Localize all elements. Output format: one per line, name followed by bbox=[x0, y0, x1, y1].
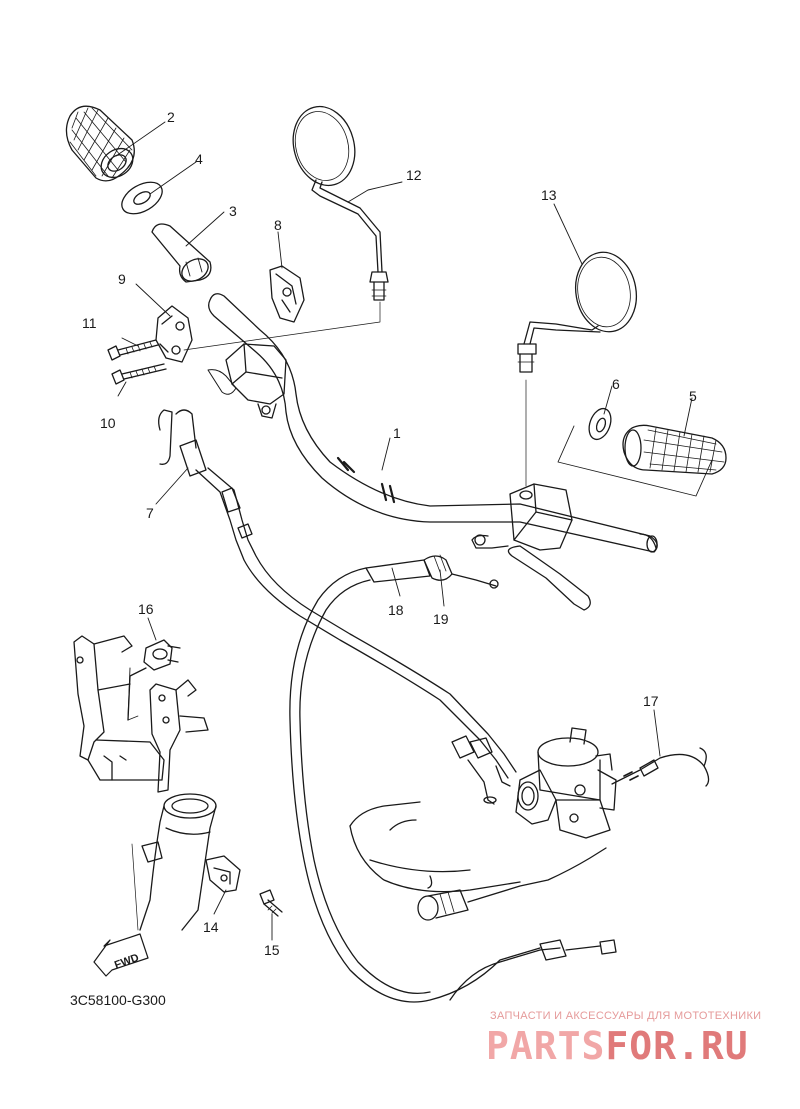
callout-10: 10 bbox=[100, 415, 116, 431]
callout-15: 15 bbox=[264, 942, 280, 958]
callout-14: 14 bbox=[203, 919, 219, 935]
projection-lines bbox=[127, 301, 527, 931]
callout-4: 4 bbox=[195, 151, 203, 167]
washer bbox=[121, 181, 163, 215]
callout-12: 12 bbox=[406, 167, 422, 183]
choke-knob bbox=[417, 847, 607, 921]
cable-17 bbox=[611, 747, 710, 787]
callout-8: 8 bbox=[274, 217, 282, 233]
callout-1: 1 bbox=[393, 425, 401, 441]
grip-outline bbox=[557, 425, 713, 497]
callout-16: 16 bbox=[138, 601, 154, 617]
fwd-label: FWD bbox=[113, 952, 141, 972]
leader-lines bbox=[115, 121, 693, 941]
callout-6: 6 bbox=[612, 376, 620, 392]
carburetor bbox=[515, 727, 617, 839]
callout-19: 19 bbox=[433, 611, 449, 627]
callout-3: 3 bbox=[229, 203, 237, 219]
left-grip bbox=[65, 105, 135, 182]
callout-18: 18 bbox=[388, 602, 404, 618]
grip-end-washer bbox=[588, 407, 612, 441]
throttle-tube bbox=[151, 223, 212, 283]
watermark-logo-accent: FOR.RU bbox=[605, 1024, 749, 1068]
right-grip bbox=[622, 424, 727, 475]
right-clamp-lever bbox=[471, 483, 591, 611]
fwd-arrow-icon: FWD bbox=[93, 933, 149, 977]
handlebar bbox=[208, 293, 658, 553]
watermark-caption: ЗАПЧАСТИ И АКСЕССУАРЫ ДЛЯ МОТОТЕХНИКИ bbox=[490, 1010, 762, 1022]
left-switch-housing bbox=[207, 343, 287, 419]
screw-10 bbox=[111, 363, 167, 385]
cable-holder bbox=[269, 265, 305, 323]
cable-guide-16 bbox=[143, 639, 181, 671]
cable-18-19 bbox=[289, 554, 541, 1003]
callout-13: 13 bbox=[541, 187, 557, 203]
cable-clamp-14 bbox=[205, 855, 241, 893]
left-mirror bbox=[292, 105, 389, 301]
callout-7: 7 bbox=[146, 505, 154, 521]
watermark-logo: PARTSFOR.RU bbox=[486, 1024, 749, 1068]
lever-holder bbox=[155, 305, 193, 363]
callout-17: 17 bbox=[643, 693, 659, 709]
fork-tube bbox=[139, 793, 217, 931]
bolt-15 bbox=[259, 889, 283, 917]
frame-outline bbox=[349, 801, 521, 893]
bracket-assembly bbox=[73, 635, 209, 793]
callout-5: 5 bbox=[689, 388, 697, 404]
right-mirror bbox=[517, 251, 637, 373]
callout-2: 2 bbox=[167, 109, 175, 125]
throttle-cables bbox=[158, 409, 517, 805]
diagram-code: 3C58100-G300 bbox=[70, 992, 166, 1008]
callout-9: 9 bbox=[118, 271, 126, 287]
lower-connector bbox=[449, 939, 617, 1001]
watermark-logo-main: PARTS bbox=[486, 1024, 606, 1068]
callout-11: 11 bbox=[82, 315, 97, 331]
